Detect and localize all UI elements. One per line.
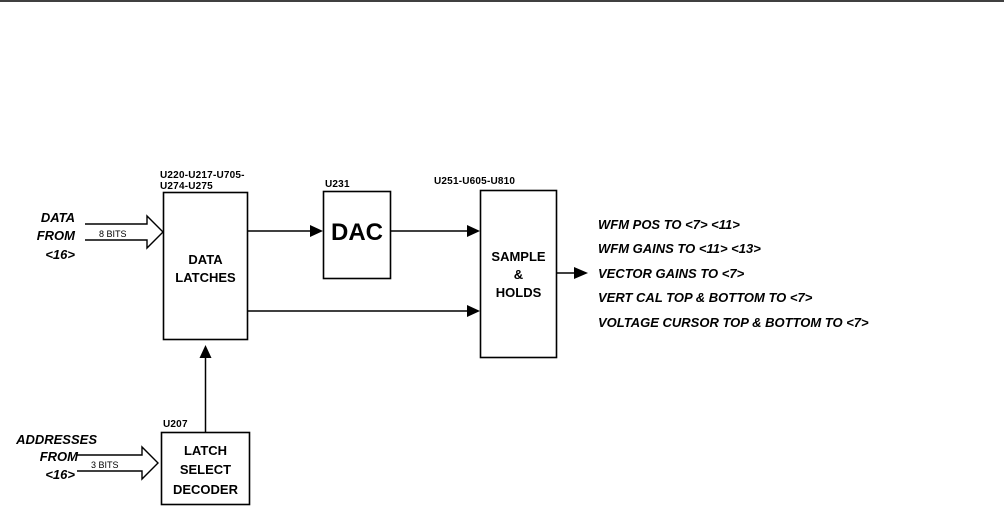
data-input-label-line-1: DATA — [41, 210, 75, 225]
data-input-label-line-2: FROM — [37, 228, 76, 243]
decoder-to-latches-wire — [200, 345, 212, 432]
output-item: VECTOR GAINS TO <7> — [598, 266, 745, 281]
sample-holds-output-wire — [557, 267, 588, 279]
address-input-label-line-3: <16> — [45, 467, 75, 482]
arrowhead-icon — [467, 225, 480, 237]
data-latches-refdes-line-2: U274-U275 — [160, 181, 213, 192]
sample-holds-block: U251-U605-U810 SAMPLE & HOLDS — [434, 176, 557, 358]
sample-holds-name-line-3: HOLDS — [496, 285, 542, 300]
address-input-label-line-1: ADDRESSES — [15, 432, 97, 447]
sample-holds-refdes: U251-U605-U810 — [434, 176, 515, 187]
output-item: WFM POS TO <7> <11> — [598, 217, 740, 232]
sample-holds-name-line-2: & — [514, 267, 523, 282]
latches-to-sample-holds-wire — [248, 305, 480, 317]
address-input: ADDRESSES FROM <16> 3 BITS — [15, 432, 158, 482]
output-item: VOLTAGE CURSOR TOP & BOTTOM TO <7> — [598, 315, 869, 330]
latch-select-decoder-block: U207 LATCH SELECT DECODER — [162, 419, 250, 505]
decoder-name-line-2: SELECT — [180, 462, 231, 477]
data-input-label-line-3: <16> — [45, 247, 75, 262]
arrowhead-icon — [310, 225, 323, 237]
address-bus-width-label: 3 BITS — [91, 460, 119, 470]
output-item: WFM GAINS TO <11> <13> — [598, 241, 761, 256]
dac-refdes: U231 — [325, 179, 350, 190]
sample-holds-name-line-1: SAMPLE — [491, 249, 546, 264]
dac-block: U231 DAC — [324, 179, 391, 279]
decoder-name-line-1: LATCH — [184, 443, 227, 458]
arrowhead-icon — [467, 305, 480, 317]
data-input: DATA FROM <16> 8 BITS — [37, 210, 163, 262]
data-bus-width-label: 8 BITS — [99, 229, 127, 239]
arrowhead-icon — [574, 267, 588, 279]
data-latches-refdes-line-1: U220-U217-U705- — [160, 170, 245, 181]
data-latches-name-line-1: DATA — [188, 252, 223, 267]
output-list: WFM POS TO <7> <11> WFM GAINS TO <11> <1… — [598, 217, 869, 330]
decoder-name-line-3: DECODER — [173, 482, 239, 497]
latches-to-dac-wire — [248, 225, 323, 237]
dac-name: DAC — [331, 219, 383, 246]
dac-to-sample-holds-wire — [391, 225, 480, 237]
output-item: VERT CAL TOP & BOTTOM TO <7> — [598, 290, 813, 305]
decoder-refdes: U207 — [163, 419, 188, 430]
data-latches-name-line-2: LATCHES — [175, 270, 236, 285]
address-input-label-line-2: FROM — [40, 449, 79, 464]
data-latches-block: U220-U217-U705- U274-U275 DATA LATCHES — [160, 170, 248, 340]
arrowhead-icon — [200, 345, 212, 358]
